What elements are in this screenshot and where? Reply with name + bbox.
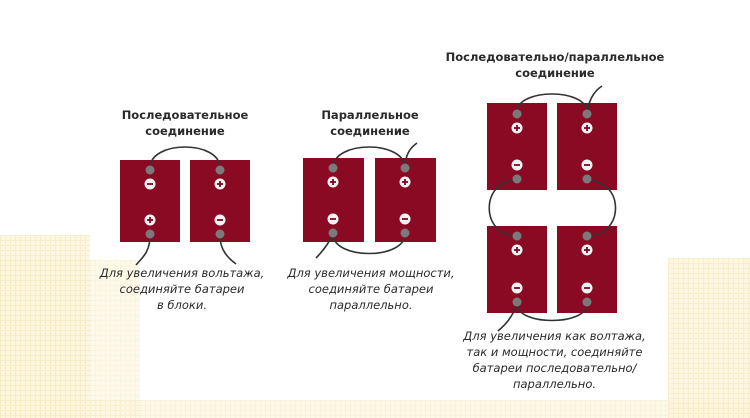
background-pattern-left-mid [0, 260, 140, 418]
series-parallel-title-line-1: Последовательно/параллельное [445, 50, 665, 64]
background-pattern-bottom [0, 400, 750, 418]
series-title-line-1: Последовательное [121, 108, 249, 122]
parallel-caption: Для увеличения мощности, соединяйте бата… [276, 265, 466, 313]
parallel-caption-line-1: Для увеличения мощности, [287, 266, 455, 280]
series-caption-line-3: в блоки. [157, 298, 207, 312]
polarity-signs [147, 125, 590, 289]
series-title-line-2: соединение [145, 124, 225, 138]
series-parallel-caption: Для увеличения как волтажа, так и мощнос… [447, 328, 662, 392]
parallel-title-line-2: соединение [330, 124, 410, 138]
background-pattern-right [668, 258, 750, 418]
parallel-title: Параллельное соединение [285, 107, 455, 139]
parallel-caption-line-2: соединяйте батареи [308, 282, 434, 296]
parallel-title-line-1: Параллельное [321, 108, 419, 122]
sp-caption-line-4: параллельно. [512, 377, 597, 391]
sp-caption-line-1: Для увеличения как волтажа, [463, 329, 646, 343]
series-title: Последовательное соединение [100, 107, 270, 139]
series-parallel-title: Последовательно/параллельное соединение [430, 49, 680, 81]
sp-caption-line-2: так и мощности, соединяйте [466, 345, 643, 359]
terminals [145, 109, 592, 307]
series-parallel-title-line-2: соединение [515, 66, 595, 80]
parallel-caption-line-3: параллельно. [329, 298, 413, 312]
sp-caption-line-3: батареи последовательно/ [472, 361, 637, 375]
series-caption-line-2: соединяйте батареи [119, 282, 245, 296]
wires [135, 85, 617, 332]
series-caption: Для увеличения вольтажа, соединяйте бата… [92, 265, 272, 313]
series-caption-line-1: Для увеличения вольтажа, [99, 266, 265, 280]
